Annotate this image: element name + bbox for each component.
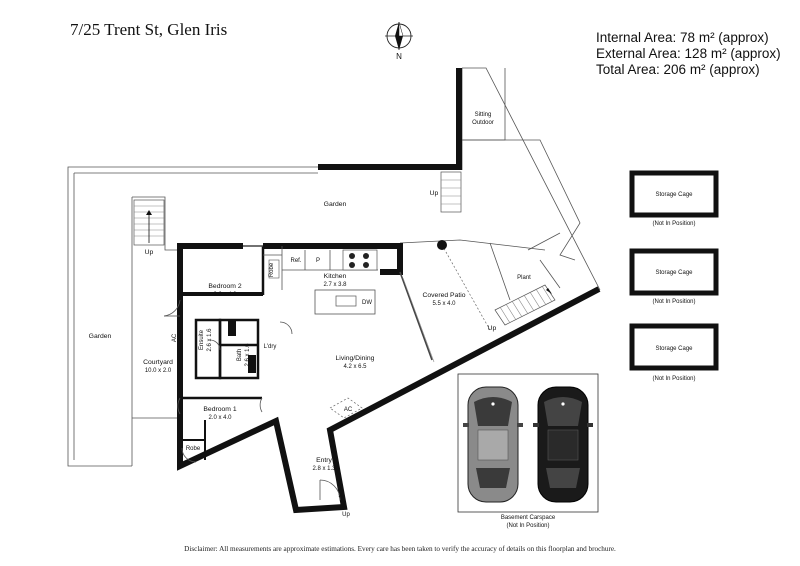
compass-north-label: N [396,52,402,61]
internal-area: Internal Area: 78 m² (approx) [596,30,769,45]
courtyard-label: Courtyard [143,359,173,366]
carspace-subtitle: (Not In Position) [506,523,549,529]
stairs-left-up-label: Up [145,249,154,256]
robe-bedroom2-label: Robe [269,262,275,277]
storage-cage-3-label: Storage Cage [655,346,693,352]
stairs-top-up-label: Up [430,190,439,197]
bath-label: Bath [237,349,243,361]
disclaimer: Disclaimer: All measurements are approxi… [184,545,616,553]
patio-outline [399,239,561,331]
kitchen-label: Kitchen [324,273,347,280]
area-summary: Internal Area: 78 m² (approx) External A… [596,30,781,78]
living-dining-label: Living/Dining [336,355,375,362]
basement-carspace: Basement Carspace (Not In Position) [457,373,599,529]
total-area: Total Area: 206 m² (approx) [596,62,760,77]
entry-label: Entry [316,457,332,464]
dishwasher-label: DW [362,300,372,306]
bath-size: 2.6 x 1.6 [245,343,251,367]
ac-living-label: AC [344,407,353,413]
sliding-doors [243,245,435,363]
garden-top-label: Garden [324,201,347,208]
ac-courtyard-label: AC [172,333,178,342]
storage-cage-1-note: (Not In Position) [652,221,695,227]
bedroom2-label: Bedroom 2 [208,283,241,290]
bedroom1-label: Bedroom 1 [203,406,236,413]
pantry-label: P [316,258,320,264]
kitchen-size: 2.7 x 3.8 [323,282,347,288]
stairs-patio: Up [488,284,556,332]
storage-cage-2-note: (Not In Position) [652,299,695,305]
ac-living-outline [329,397,363,419]
storage-cage-3-note: (Not In Position) [652,376,695,382]
robe-bedroom1-label: Robe [186,446,201,452]
garden-outline [67,166,318,467]
storage-cage-3: Storage Cage (Not In Position) [629,323,719,382]
door-swings [163,299,344,501]
plant-label: Plant [517,275,531,281]
outdoor-area-outline [461,67,601,291]
bedroom1-size: 2.0 x 4.0 [208,415,232,421]
stairs-left: Up [133,199,165,256]
car-grey-icon [463,386,523,503]
ensuite-size: 2.6 x 1.6 [207,328,213,352]
bedroom2-size: 3.0 x 4.0 [213,292,237,298]
courtyard-size: 10.0 x 2.0 [145,368,172,374]
room-labels: Sitting Outdoor Garden Garden Bedroom 2 … [89,112,532,518]
sitting-outdoor-label-1: Sitting [475,112,492,118]
laundry-label: L'dry [264,344,277,350]
sitting-outdoor-label-2: Outdoor [472,120,494,126]
covered-patio-label: Covered Patio [422,292,465,299]
ensuite-label: Ensuite [199,329,205,350]
car-black-icon [533,386,593,503]
compass-icon: N [385,21,413,61]
stairs-top: Up [430,171,462,213]
carspace-title: Basement Carspace [501,515,556,521]
external-area: External Area: 128 m² (approx) [596,46,781,61]
entry-size: 2.8 x 1.3 [312,466,336,472]
storage-cage-2-label: Storage Cage [655,270,693,276]
kitchen-fixtures [268,249,378,315]
exterior-walls [177,68,601,514]
storage-cage-2: Storage Cage (Not In Position) [629,248,719,305]
ref-label: Ref. [290,258,301,264]
covered-patio-size: 5.5 x 4.0 [432,301,456,307]
entry-up-label: Up [342,512,350,518]
storage-cage-1-label: Storage Cage [655,192,693,198]
garden-left-label: Garden [89,333,112,340]
living-dining-size: 4.2 x 6.5 [343,364,367,370]
stairs-patio-up-label: Up [488,325,497,332]
storage-cage-1: Storage Cage (Not In Position) [629,170,719,227]
property-address: 7/25 Trent St, Glen Iris [70,20,228,39]
